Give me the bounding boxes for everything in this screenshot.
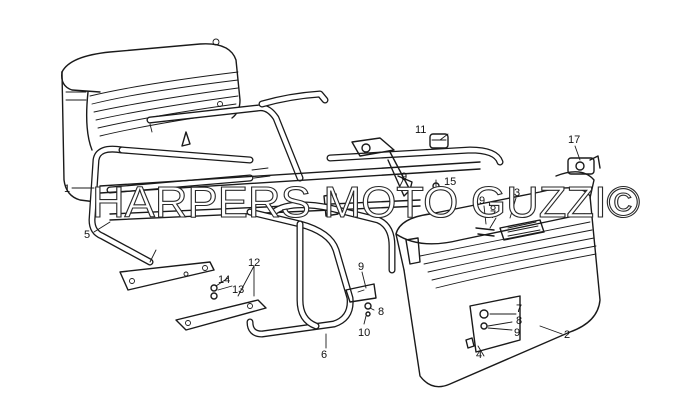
callout-12: 12 [248,257,260,269]
callout-4: 4 [476,349,482,361]
callout-5: 5 [84,229,90,241]
callout-17: 17 [568,134,580,146]
callout-13: 13 [232,284,244,296]
callout-9-middle: 9 [358,261,364,273]
callout-6: 6 [321,349,327,361]
cross-rails [99,137,504,221]
callout-9-top: 9 [401,171,407,183]
right-pannier-case [395,155,601,388]
callout-10: 10 [358,327,370,339]
callout-labels: 1 2 3 4 5 6 7 7 8 8 8 9 9 9 9 10 11 12 1… [64,124,580,361]
callout-9-lower: 9 [514,327,520,339]
callout-1: 1 [64,183,70,195]
callout-8-lower: 8 [516,315,522,327]
callout-7-lower: 7 [516,303,522,315]
callout-15: 15 [444,176,456,188]
leader-lines [71,133,581,357]
callout-3: 3 [514,187,520,199]
callout-14: 14 [218,274,230,286]
callout-8-upper: 8 [490,201,496,213]
callout-11: 11 [415,124,426,136]
callout-7-upper: 7 [490,209,496,221]
callout-8-middle: 8 [378,306,384,318]
callout-9-right: 9 [479,195,485,207]
callout-2: 2 [564,329,570,341]
fasteners [210,133,495,349]
right-pannier-frame [175,201,396,338]
left-pannier-frame [88,90,329,291]
watermark-text: HARPERS MOTO GUZZI© [92,178,640,227]
